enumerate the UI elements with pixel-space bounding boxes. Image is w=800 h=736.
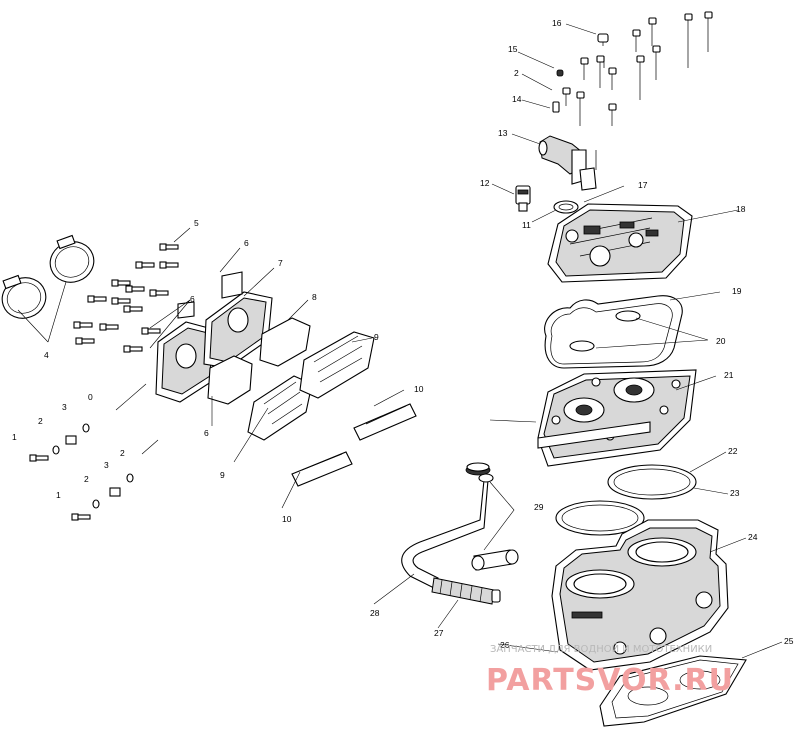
callout-22: 22 bbox=[728, 446, 738, 456]
callout-9-left: 9 bbox=[220, 470, 225, 480]
callout-23: 23 bbox=[730, 488, 740, 498]
callout-20: 20 bbox=[716, 336, 726, 346]
callout-1-upper: 1 bbox=[12, 432, 17, 442]
hose-assembly bbox=[401, 462, 519, 605]
callout-27: 27 bbox=[434, 628, 444, 638]
hose-sleeve-27 bbox=[431, 577, 495, 605]
hose-clamps-4 bbox=[1, 234, 95, 319]
callout-6-mid: 6 bbox=[190, 294, 195, 304]
callout-labels: 16 15 2 14 13 12 17 11 18 19 20 21 22 23… bbox=[12, 18, 794, 650]
callout-6-top: 6 bbox=[244, 238, 249, 248]
callout-26: 26 bbox=[500, 640, 510, 650]
watermark-brand: PARTSVOR.RU bbox=[486, 663, 734, 698]
callout-7: 7 bbox=[278, 258, 283, 268]
reed-block-9a bbox=[247, 375, 313, 441]
callout-13: 13 bbox=[498, 128, 508, 138]
callout-1-lower: 1 bbox=[56, 490, 61, 500]
intake-manifold-group bbox=[155, 271, 375, 441]
watermark: ЗАПЧАСТИ ДЛЯ ВОДНОЙ И МОТОТЕХНИКИ PARTSV… bbox=[486, 642, 734, 698]
callout-24: 24 bbox=[748, 532, 758, 542]
intake-bolts bbox=[73, 243, 179, 353]
head-bolts-group bbox=[552, 11, 713, 170]
callout-6-low: 6 bbox=[204, 428, 209, 438]
callout-25: 25 bbox=[784, 636, 794, 646]
callout-14: 14 bbox=[512, 94, 522, 104]
callout-4: 4 bbox=[44, 350, 49, 360]
callout-2-upper: 2 bbox=[38, 416, 43, 426]
rings-22-23 bbox=[555, 464, 697, 536]
callout-12: 12 bbox=[480, 178, 490, 188]
o-ring-20a bbox=[569, 340, 595, 352]
water-elbow-13 bbox=[538, 135, 597, 191]
gasket-8a bbox=[207, 355, 253, 405]
callout-11: 11 bbox=[522, 220, 531, 230]
cylinder-block-24 bbox=[551, 519, 729, 671]
fasteners-1-2-3 bbox=[29, 423, 134, 521]
callout-0-upper: 0 bbox=[88, 392, 93, 402]
callout-19: 19 bbox=[732, 286, 742, 296]
callout-2-lower: 2 bbox=[84, 474, 89, 484]
callout-5: 5 bbox=[194, 218, 199, 228]
base-gasket-25 bbox=[599, 655, 747, 727]
callout-29: 29 bbox=[534, 502, 544, 512]
callout-2: 2 bbox=[514, 68, 519, 78]
callout-28: 28 bbox=[370, 608, 380, 618]
leader-lines bbox=[17, 23, 783, 659]
head-cover-18 bbox=[547, 203, 693, 283]
o-ring-11 bbox=[553, 200, 579, 214]
callout-10-right: 10 bbox=[414, 384, 424, 394]
callout-17: 17 bbox=[638, 180, 648, 190]
callout-2-far: 2 bbox=[120, 448, 125, 458]
head-gasket-19 bbox=[544, 295, 683, 369]
reed-block-9b bbox=[299, 331, 375, 399]
o-ring-20b bbox=[615, 310, 641, 322]
callout-8: 8 bbox=[312, 292, 317, 302]
callout-15: 15 bbox=[508, 44, 518, 54]
gasket-8b bbox=[259, 317, 311, 367]
callout-10-left: 10 bbox=[282, 514, 292, 524]
cylinder-head-21 bbox=[537, 369, 697, 467]
callout-16: 16 bbox=[552, 18, 562, 28]
fitting-12 bbox=[515, 185, 531, 212]
watermark-tagline: ЗАПЧАСТИ ДЛЯ ВОДНОЙ И МОТОТЕХНИКИ bbox=[490, 642, 712, 655]
callout-21: 21 bbox=[724, 370, 734, 380]
callout-9-right: 9 bbox=[374, 332, 379, 342]
callout-18: 18 bbox=[736, 204, 746, 214]
callout-3-lower: 3 bbox=[104, 460, 109, 470]
callout-3-upper: 3 bbox=[62, 402, 67, 412]
reed-petals-10 bbox=[291, 403, 417, 487]
